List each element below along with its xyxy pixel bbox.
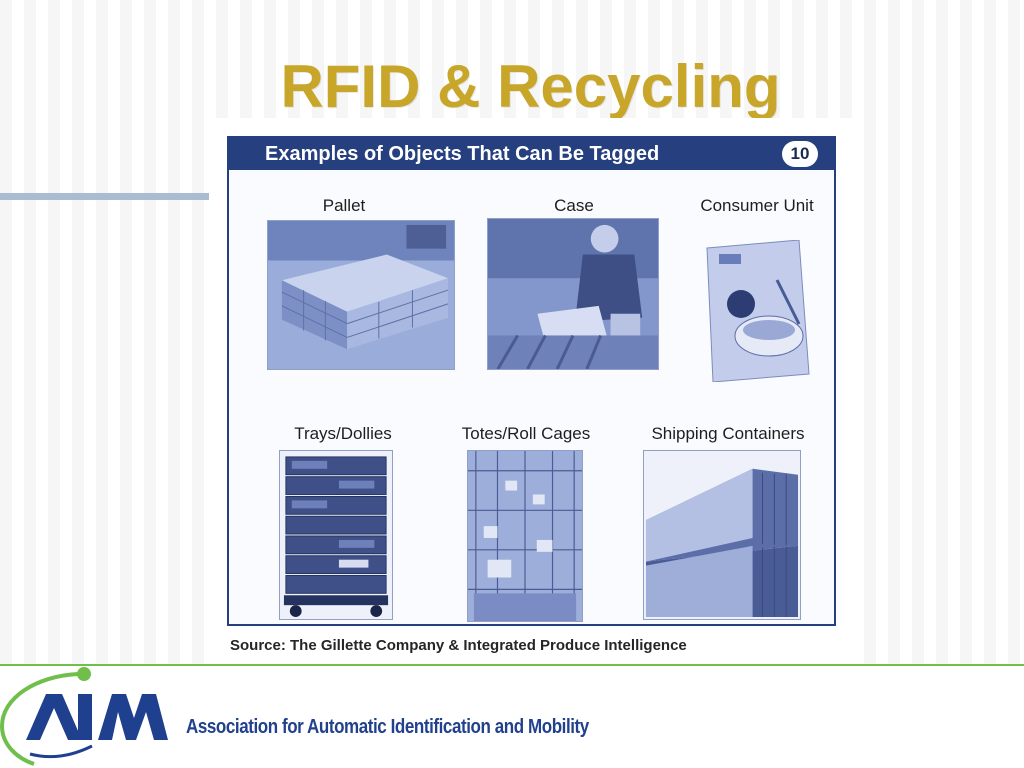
item-label-consumer-unit: Consumer Unit — [700, 196, 814, 215]
figure-frame: Examples of Objects That Can Be Tagged 1… — [227, 136, 836, 626]
item-label-trays-dollies: Trays/Dollies — [294, 424, 392, 443]
item-label-case: Case — [554, 196, 594, 215]
organization-name: Association for Automatic Identification… — [186, 716, 589, 738]
footer-rule — [0, 664, 1024, 666]
figure-header: Examples of Objects That Can Be Tagged 1… — [229, 138, 834, 170]
accent-line — [0, 193, 210, 200]
figure-panel: Examples of Objects That Can Be Tagged 1… — [209, 118, 854, 666]
trays-dollies-photo — [279, 450, 393, 620]
aim-logo — [0, 666, 175, 768]
footer: Association for Automatic Identification… — [0, 666, 1024, 768]
totes-roll-cages-photo — [467, 450, 583, 622]
consumer-unit-photo — [703, 240, 811, 382]
item-label-pallet: Pallet — [322, 196, 366, 215]
source-note: Source: The Gillette Company & Integrate… — [230, 637, 687, 654]
figure-header-text: Examples of Objects That Can Be Tagged — [265, 143, 660, 165]
case-photo — [487, 218, 659, 370]
item-label-totes-roll-cages: Totes/Roll Cages — [461, 424, 591, 443]
item-label-shipping-containers: Shipping Containers — [651, 424, 805, 443]
pallet-photo — [267, 220, 455, 370]
figure-number-badge: 10 — [782, 141, 818, 167]
shipping-containers-photo — [643, 450, 801, 620]
slide-title: RFID & Recycling — [280, 53, 781, 120]
